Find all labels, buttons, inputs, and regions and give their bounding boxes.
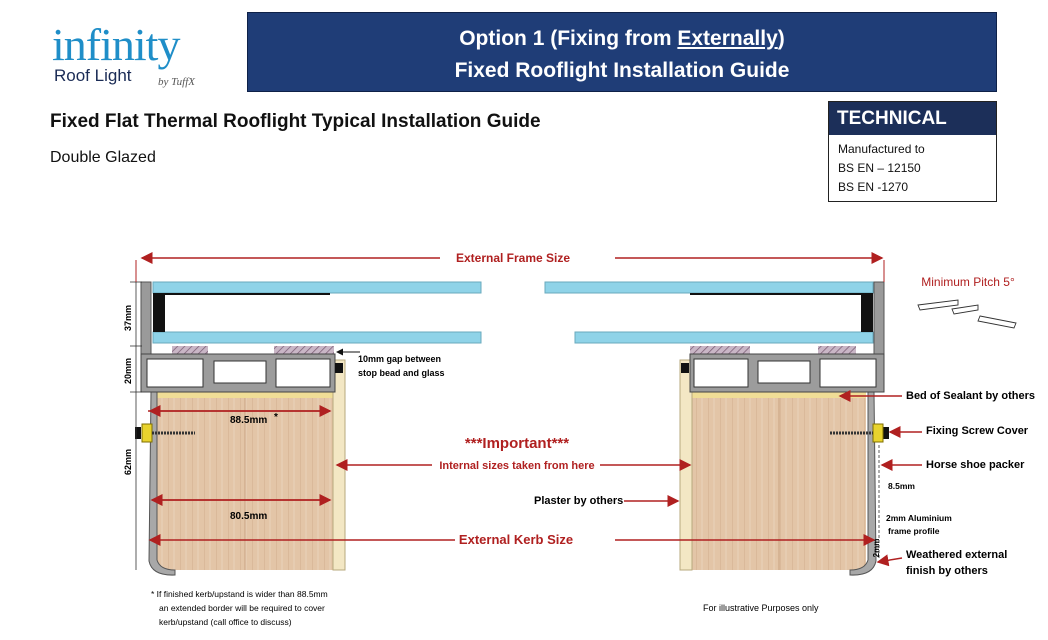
aluminium-skirt bbox=[849, 391, 877, 576]
outer-glass bbox=[544, 281, 874, 294]
horse-shoe-packer bbox=[872, 423, 884, 443]
technical-box: TECHNICAL Manufactured to BS EN – 12150 … bbox=[828, 101, 997, 202]
screw-cover bbox=[883, 427, 889, 439]
technical-line: BS EN – 12150 bbox=[838, 161, 921, 175]
logo-by: by TuffX bbox=[158, 76, 195, 88]
logo-word: infinity bbox=[52, 19, 180, 70]
important-label: ***Important*** bbox=[465, 435, 569, 452]
inner-glass bbox=[574, 331, 874, 344]
dim-62-label: 62mm bbox=[123, 449, 133, 475]
spacer-bar bbox=[861, 293, 873, 332]
dim-2-label: 2mm bbox=[872, 539, 881, 558]
plaster-label: Plaster by others bbox=[534, 495, 623, 507]
footnote-line-2: an extended border will be required to c… bbox=[159, 603, 325, 613]
logo: infinity Roof Light by TuffX bbox=[52, 22, 232, 90]
frame-upstand bbox=[873, 281, 885, 358]
frame-profile bbox=[140, 353, 343, 393]
external-kerb-size-label: External Kerb Size bbox=[459, 532, 573, 547]
seal bbox=[818, 346, 856, 354]
technical-line: Manufactured to bbox=[838, 142, 925, 156]
gap-note-line-1: 10mm gap between bbox=[358, 354, 441, 364]
frame-upstand bbox=[140, 281, 152, 358]
aluminium-label-line-2: frame profile bbox=[888, 526, 940, 536]
spacer-bar bbox=[153, 293, 165, 332]
external-frame-size-label: External Frame Size bbox=[456, 251, 570, 265]
dim-8-5-label: 8.5mm bbox=[888, 481, 915, 491]
seal bbox=[690, 346, 750, 354]
weathered-arrow bbox=[876, 554, 903, 567]
aluminium-label-line-1: 2mm Aluminium bbox=[886, 513, 952, 523]
footnote-line-1: * If finished kerb/upstand is wider than… bbox=[151, 589, 328, 599]
technical-line: BS EN -1270 bbox=[838, 180, 909, 194]
banner-line-2: Fixed Rooflight Installation Guide bbox=[454, 59, 790, 82]
screw-cover bbox=[135, 427, 141, 439]
packer-label: Horse shoe packer bbox=[926, 459, 1025, 471]
banner-line-1: Option 1 (Fixing from Externally) bbox=[459, 27, 785, 50]
outer-glass bbox=[152, 281, 482, 294]
dim-80-5-label: 80.5mm bbox=[230, 511, 267, 522]
banner-underlined-word: Externally bbox=[677, 27, 778, 50]
gap-note-line-2: stop bead and glass bbox=[358, 368, 445, 378]
minimum-pitch-icon bbox=[917, 299, 1017, 329]
aluminium-skirt bbox=[148, 391, 176, 576]
asterisk-mark: * bbox=[274, 412, 278, 423]
right-section bbox=[544, 260, 889, 576]
seal bbox=[274, 346, 334, 354]
sealant-label: Bed of Sealant by others bbox=[906, 390, 1035, 402]
dim-37-label: 37mm bbox=[123, 305, 133, 331]
footnote-line-3: kerb/upstand (call office to discuss) bbox=[159, 617, 292, 627]
screw-cover-label: Fixing Screw Cover bbox=[926, 425, 1029, 437]
frame-profile bbox=[681, 353, 885, 393]
page-title: Fixed Flat Thermal Rooflight Typical Ins… bbox=[50, 111, 541, 132]
weathered-label-line-1: Weathered external bbox=[906, 549, 1007, 561]
dim-20-label: 20mm bbox=[123, 358, 133, 384]
sealant-bed bbox=[692, 392, 866, 398]
page-subtitle: Double Glazed bbox=[50, 149, 156, 166]
inner-glass bbox=[152, 331, 482, 344]
left-section bbox=[130, 260, 482, 576]
sealant-bed bbox=[157, 392, 333, 398]
horse-shoe-packer bbox=[141, 423, 153, 443]
technical-heading: TECHNICAL bbox=[829, 102, 996, 135]
minimum-pitch-label: Minimum Pitch 5° bbox=[921, 275, 1015, 289]
illustrative-note: For illustrative Purposes only bbox=[703, 603, 819, 613]
seal bbox=[172, 346, 208, 354]
dim-88-5-label: 88.5mm bbox=[230, 415, 267, 426]
logo-subtitle: Roof Light bbox=[54, 66, 132, 85]
title-banner: Option 1 (Fixing from Externally) Fixed … bbox=[247, 12, 997, 92]
internal-sizes-label: Internal sizes taken from here bbox=[439, 460, 594, 472]
weathered-label-line-2: finish by others bbox=[906, 565, 988, 577]
